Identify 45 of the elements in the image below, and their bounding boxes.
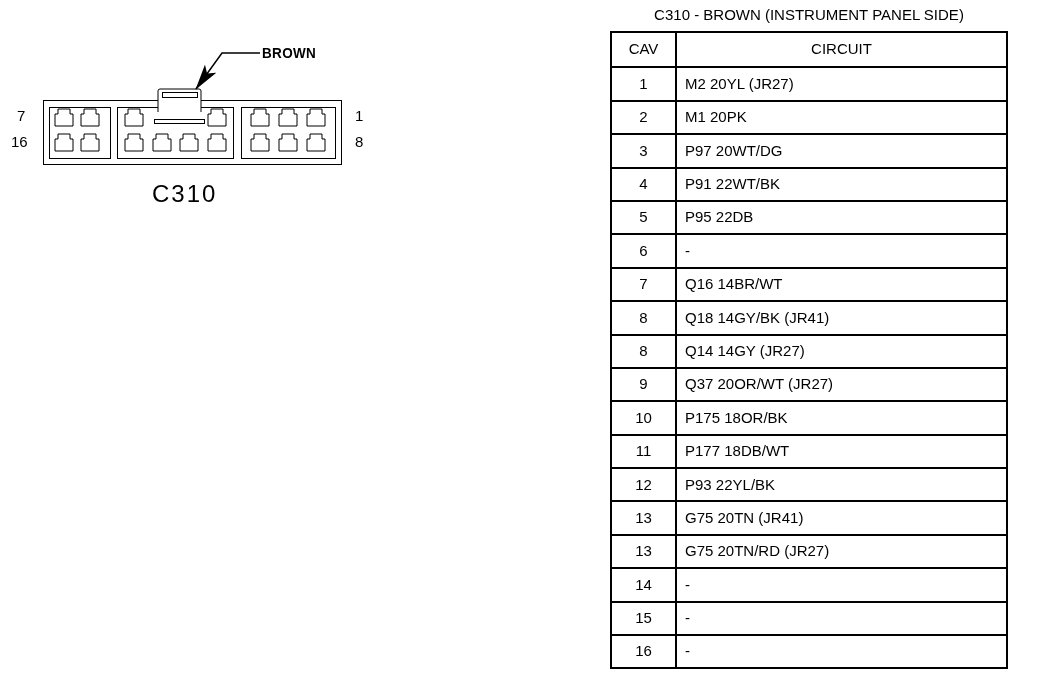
pin-number: 16 (11, 134, 28, 150)
table-cell: 12 (612, 469, 677, 501)
table-cell: 4 (612, 168, 677, 200)
table-cell: 9 (612, 368, 677, 401)
table-cell-text: P175 18OR/BK (684, 407, 789, 428)
pin-number: 7 (17, 108, 26, 124)
table-cell: 16 (612, 636, 677, 668)
table-cell-text: P91 22WT/BK (684, 174, 782, 194)
connector-name: C310 (152, 180, 218, 208)
table-cell: 14 (612, 569, 677, 601)
table-cell-text: Q18 14GY/BK (JR41) (684, 307, 831, 328)
table-cell: 8 (612, 302, 677, 334)
table-cell-text: Q37 20OR/WT (JR27) (684, 374, 835, 395)
table-cell: 1 (612, 68, 677, 100)
connector-color-label: BROWN (262, 43, 318, 63)
table-cell-text: M2 20YL (JR27) (684, 73, 795, 94)
column-header: CIRCUIT (810, 39, 873, 60)
table-cell-text: G75 20TN (JR41) (684, 507, 805, 528)
table-cell-text: P93 22YL/BK (684, 474, 777, 495)
table-cell: 15 (612, 602, 677, 635)
table-cell: 8 (612, 335, 677, 367)
table-cell-text: P97 20WT/DG (684, 140, 784, 161)
table-cell: 2 (612, 101, 677, 134)
table-cell: 5 (612, 201, 677, 234)
table-cell-text: Q16 14BR/WT (684, 274, 784, 295)
table-cell-text: P177 18DB/WT (684, 441, 791, 462)
table-cell: 3 (612, 135, 677, 167)
table-title: C310 - BROWN (INSTRUMENT PANEL SIDE) (653, 5, 965, 25)
table-cell: 7 (612, 268, 677, 301)
pin-number: 8 (355, 134, 364, 150)
column-header: CAV (612, 33, 677, 67)
table-cell-text: - (684, 608, 691, 629)
table-cell-text: P95 22DB (684, 207, 755, 228)
table-cell-text: Q14 14GY (JR27) (684, 340, 806, 361)
table-cell-text: G75 20TN/RD (JR27) (684, 541, 831, 562)
pin-number: 1 (355, 108, 364, 124)
table-cell-text: M1 20PK (684, 107, 748, 128)
table-cell-text: - (684, 641, 691, 662)
table-cell: 11 (612, 435, 677, 468)
table-cell: 10 (612, 402, 677, 434)
table-cell: 13 (612, 535, 677, 568)
table-cell: 13 (612, 502, 677, 534)
table-cell-text: - (684, 240, 691, 261)
table-cell-text: - (684, 574, 691, 595)
table-cell: 6 (612, 235, 677, 267)
